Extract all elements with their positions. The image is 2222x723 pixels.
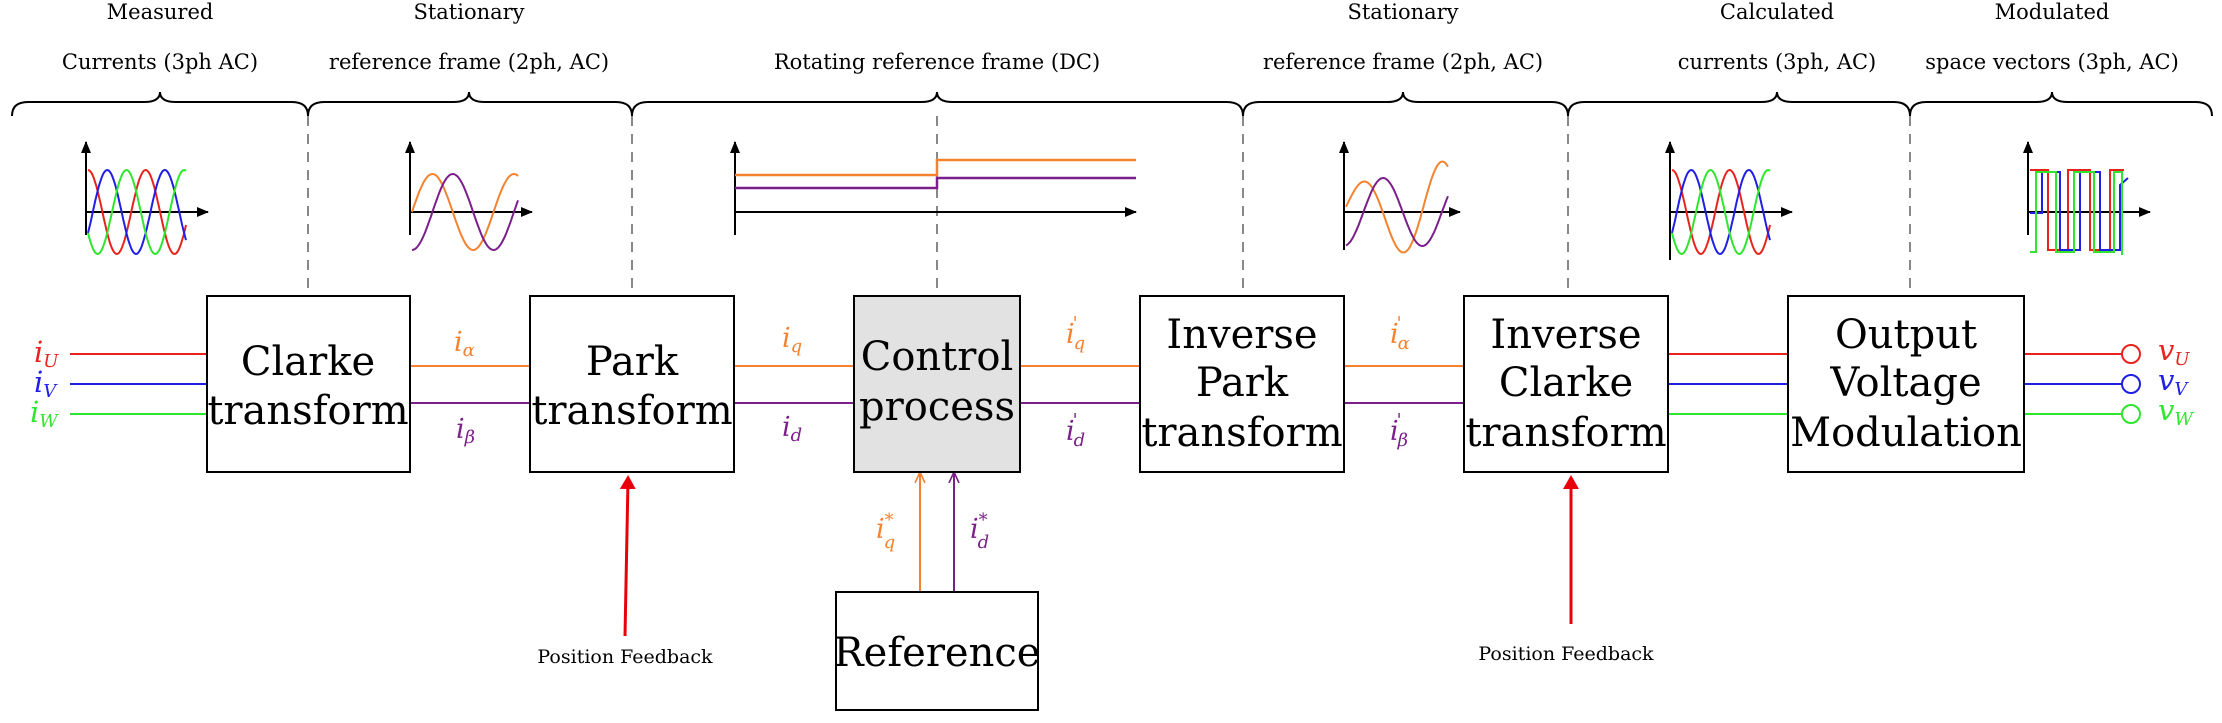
- signal-labels: iα iβ iq id i'q i'd i'α i'β i*q i*d: [454, 313, 1410, 553]
- input-label-iv: iV: [34, 365, 58, 402]
- header-modulated-line1: Modulated: [1995, 0, 2110, 24]
- label-i-q-star: i*q: [876, 510, 895, 553]
- output-signal-lines: [2024, 344, 2141, 424]
- block-control-process: Control process: [853, 295, 1021, 473]
- svg-text:Inverse: Inverse: [1490, 312, 1641, 358]
- section-braces: [11, 91, 2213, 117]
- plot-rotating-frame: [730, 141, 1137, 235]
- svg-text:Voltage: Voltage: [1829, 360, 1981, 406]
- section-dividers: [307, 116, 1911, 295]
- svg-text:Control: Control: [861, 334, 1014, 380]
- output-label-vu: vU: [2158, 333, 2190, 370]
- svg-text:Modulation: Modulation: [1790, 410, 2022, 456]
- input-labels: iU iV iW: [30, 335, 59, 432]
- brace-stationary2: [1242, 91, 1569, 117]
- brace-calculated: [1567, 91, 1911, 117]
- header-rotating-line2: Rotating reference frame (DC): [774, 50, 1100, 74]
- svg-text:Park: Park: [586, 339, 679, 385]
- output-label-vv: vV: [2158, 363, 2189, 400]
- header-stationary-line2: reference frame (2ph, AC): [329, 50, 609, 74]
- brace-modulated: [1909, 91, 2213, 117]
- block-output-voltage-modulation: Output Voltage Modulation: [1787, 295, 2025, 473]
- label-i-d-star: i*d: [970, 510, 989, 553]
- section-headers: Measured Currents (3ph AC) Stationary re…: [62, 0, 2179, 74]
- plot-stationary-frame: [405, 141, 533, 252]
- qd-lines-2: [1020, 365, 1140, 404]
- brace-stationary: [307, 91, 633, 117]
- feedback-arrow-park: [619, 475, 636, 637]
- label-i-alpha-prime: i'α: [1390, 313, 1410, 354]
- svg-text:transform: transform: [1141, 410, 1342, 456]
- svg-text:Park: Park: [1196, 360, 1289, 406]
- plot-stationary-frame-2: [1339, 141, 1461, 254]
- alpha-beta-lines-1: [410, 365, 530, 404]
- feedback-label-left: Position Feedback: [537, 646, 713, 668]
- block-inverse-park-transform: Inverse Park transform: [1139, 295, 1345, 473]
- svg-text:Inverse: Inverse: [1166, 312, 1317, 358]
- brace-measured: [11, 91, 309, 117]
- position-feedback-arrows: Position Feedback Position Feedback: [537, 475, 1654, 668]
- block-inverse-clarke-transform: Inverse Clarke transform: [1463, 295, 1669, 473]
- svg-text:transform: transform: [531, 388, 732, 434]
- header-measured-line1: Measured: [107, 0, 214, 24]
- svg-text:transform: transform: [1465, 410, 1666, 456]
- alpha-beta-lines-2: [1344, 365, 1464, 404]
- plot-measured-currents: [81, 141, 209, 256]
- label-i-q-prime: i'q: [1066, 313, 1085, 354]
- output-terminal-v: [2121, 374, 2141, 394]
- block-clarke-transform: Clarke transform: [206, 295, 411, 473]
- label-i-alpha-1: iα: [454, 327, 475, 361]
- block-reference: Reference: [834, 591, 1041, 711]
- header-modulated-line2: space vectors (3ph, AC): [1925, 50, 2179, 74]
- header-calculated-line1: Calculated: [1720, 0, 1834, 24]
- input-label-iu: iU: [34, 335, 59, 372]
- output-labels: vU vV vW: [2158, 333, 2194, 430]
- input-signal-lines: [70, 353, 207, 415]
- output-terminal-u: [2121, 344, 2141, 364]
- output-terminal-w: [2121, 404, 2141, 424]
- label-i-q: iq: [782, 323, 802, 357]
- reference-arrows: [920, 472, 954, 592]
- output-label-vw: vW: [2158, 393, 2194, 430]
- three-phase-lines-inner: [1668, 353, 1788, 415]
- label-i-d: id: [782, 412, 802, 446]
- svg-text:process: process: [859, 384, 1015, 430]
- label-i-d-prime: i'd: [1066, 410, 1085, 451]
- block-park-transform: Park transform: [529, 295, 735, 473]
- svg-text:Clarke: Clarke: [1499, 360, 1633, 406]
- qd-lines-1: [734, 365, 854, 404]
- header-measured-line2: Currents (3ph AC): [62, 50, 258, 74]
- header-stationary2-line2: reference frame (2ph, AC): [1263, 50, 1543, 74]
- plot-modulated-vectors: [2023, 141, 2151, 255]
- header-stationary2-line1: Stationary: [1347, 0, 1458, 24]
- feedback-label-right: Position Feedback: [1478, 643, 1654, 665]
- header-stationary-line1: Stationary: [413, 0, 524, 24]
- header-calculated-line2: currents (3ph, AC): [1678, 50, 1877, 74]
- plot-calculated-currents: [1665, 141, 1793, 260]
- label-i-beta-1: iβ: [456, 414, 475, 448]
- svg-text:transform: transform: [207, 388, 408, 434]
- brace-rotating: [631, 91, 1244, 117]
- svg-text:Reference: Reference: [834, 630, 1041, 676]
- svg-text:Output: Output: [1835, 312, 1977, 358]
- input-label-iw: iW: [30, 395, 59, 432]
- svg-text:Clarke: Clarke: [241, 339, 375, 385]
- label-i-beta-prime: i'β: [1390, 410, 1408, 451]
